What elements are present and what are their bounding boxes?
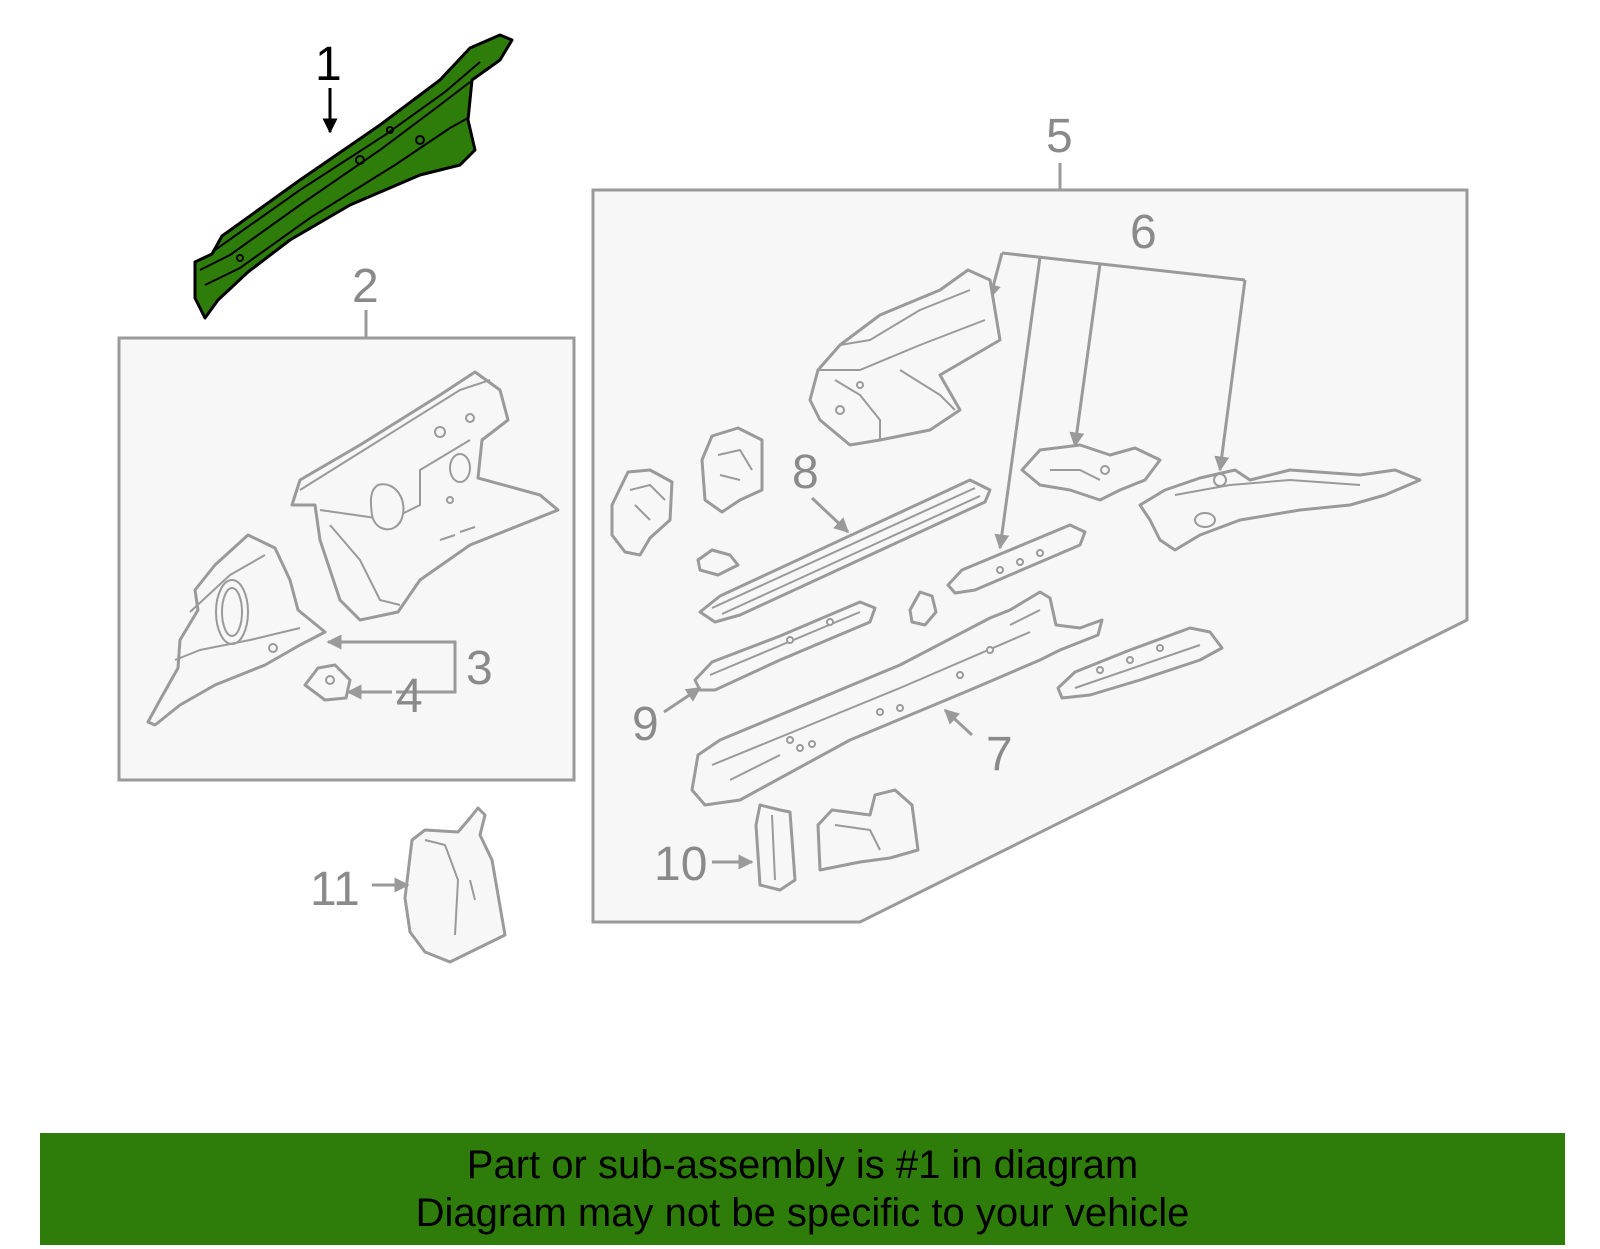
bracket-part-b [700,426,764,514]
part-6-brace [1020,443,1162,502]
callout-1: 1 [315,38,342,91]
callout-3: 3 [466,642,493,695]
callout-2: 2 [352,260,379,313]
part-8 [698,478,992,624]
bracket-part-a [610,468,674,557]
callout-7-leader [943,708,974,737]
plug-part [908,590,938,627]
callout-6-leader-c [1069,263,1102,448]
banner-line-2: Diagram may not be specific to your vehi… [415,1191,1190,1235]
callout-7: 7 [986,728,1013,781]
disclaimer-banner: Part or sub-assembly is #1 in diagram Di… [40,1133,1565,1245]
part-11 [403,806,507,964]
callout-9-leader [663,686,702,714]
part-6-bracket-a [946,523,1087,595]
part-6-housing [808,268,1002,447]
callout-6: 6 [1130,206,1157,259]
part-10-bracket [816,788,920,872]
part-outrigger [1056,626,1224,700]
callout-4: 4 [396,670,423,723]
part-9 [693,600,877,692]
callout-5: 5 [1046,110,1073,163]
banner-line-1: Part or sub-assembly is #1 in diagram [466,1143,1139,1187]
part-10 [754,803,797,892]
part-7 [690,590,1104,807]
callout-6-bar [1001,251,1246,282]
callout-8-leader [810,496,850,534]
callout-9: 9 [632,698,659,751]
part-3 [146,533,327,727]
callout-10: 10 [654,838,707,891]
apron-part [290,370,560,622]
part-1-highlighted[interactable] [193,33,514,320]
callout-11: 11 [310,863,360,916]
clip-part [696,548,740,577]
part-4 [303,663,352,702]
part-6-rail [1138,468,1422,552]
callout-8: 8 [792,446,819,499]
callout-6-leader-b [994,256,1042,550]
callout-6-leader-d [1214,279,1247,472]
